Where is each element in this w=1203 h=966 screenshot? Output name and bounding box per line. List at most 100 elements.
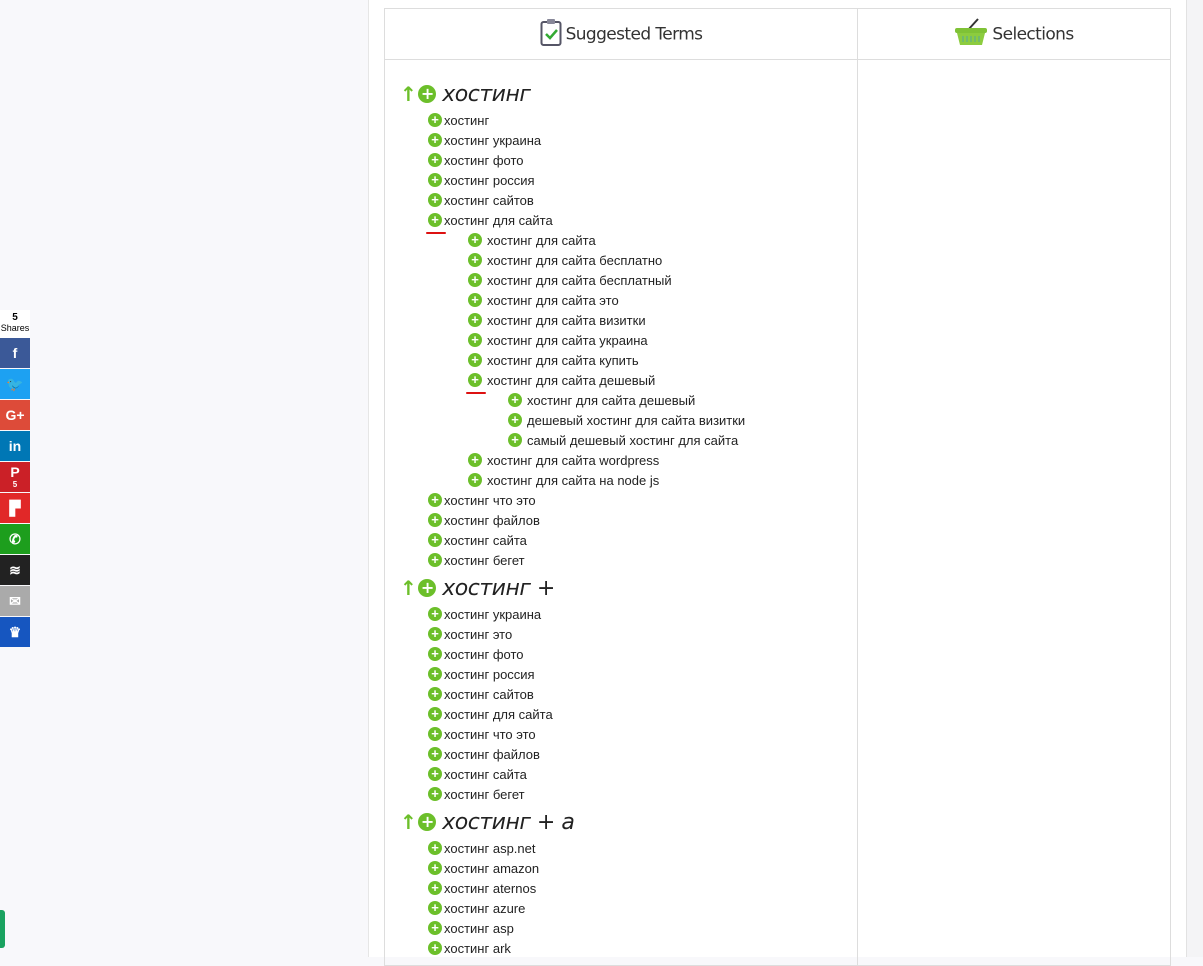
term-label[interactable]: хостинг для сайта xyxy=(444,706,553,722)
term-label[interactable]: хостинг файлов xyxy=(444,512,540,528)
add-icon[interactable]: + xyxy=(428,113,442,127)
group-title: хостинг + а xyxy=(442,809,575,835)
term-label[interactable]: хостинг бегет xyxy=(444,552,525,568)
term-label[interactable]: хостинг для сайта дешевый xyxy=(527,392,696,408)
share-sumo-button[interactable]: ♛ xyxy=(0,617,30,647)
term-label[interactable]: хостинг aternos xyxy=(444,880,537,896)
add-icon[interactable]: + xyxy=(468,453,482,467)
term-label[interactable]: хостинг украина xyxy=(444,606,542,622)
add-icon[interactable]: + xyxy=(428,213,442,227)
feedback-tab[interactable] xyxy=(0,910,5,948)
term-label[interactable]: дешевый хостинг для сайта визитки xyxy=(527,412,746,428)
term-label[interactable]: хостинг asp xyxy=(444,920,514,936)
term-label[interactable]: хостинг фото xyxy=(444,152,524,168)
term-label[interactable]: хостинг что это xyxy=(444,726,536,742)
add-icon[interactable]: + xyxy=(468,293,482,307)
add-icon[interactable]: + xyxy=(428,727,442,741)
share-google-plus-button[interactable]: G+ xyxy=(0,400,30,430)
add-icon[interactable]: + xyxy=(468,313,482,327)
share-twitter-button[interactable]: 🐦 xyxy=(0,369,30,399)
add-icon[interactable]: + xyxy=(428,627,442,641)
term-item: +хостинг сайта xyxy=(386,530,856,550)
add-icon[interactable]: + xyxy=(508,433,522,447)
term-label[interactable]: хостинг украина xyxy=(444,132,542,148)
add-icon[interactable]: + xyxy=(508,413,522,427)
add-icon[interactable]: + xyxy=(428,861,442,875)
add-icon[interactable]: + xyxy=(428,153,442,167)
add-icon[interactable]: + xyxy=(428,133,442,147)
term-label[interactable]: хостинг для сайта купить xyxy=(487,352,639,368)
arrow-up-icon[interactable]: ↑ xyxy=(400,810,417,834)
add-icon[interactable]: + xyxy=(468,373,482,387)
share-linkedin-button[interactable]: in xyxy=(0,431,30,461)
add-icon[interactable]: + xyxy=(428,193,442,207)
term-label[interactable]: хостинг россия xyxy=(444,172,535,188)
suggested-terms-header: Suggested Terms xyxy=(384,8,858,60)
add-icon[interactable]: + xyxy=(428,841,442,855)
term-label[interactable]: хостинг azure xyxy=(444,900,526,916)
add-icon[interactable]: + xyxy=(428,787,442,801)
add-icon[interactable]: + xyxy=(428,687,442,701)
add-icon[interactable]: + xyxy=(418,813,437,831)
term-label[interactable]: хостинг xyxy=(444,112,490,128)
add-icon[interactable]: + xyxy=(418,85,437,103)
add-icon[interactable]: + xyxy=(428,607,442,621)
add-icon[interactable]: + xyxy=(428,533,442,547)
scrollbar[interactable] xyxy=(1186,0,1203,957)
share-whatsapp-button[interactable]: ✆ xyxy=(0,524,30,554)
add-icon[interactable]: + xyxy=(428,747,442,761)
add-icon[interactable]: + xyxy=(418,579,437,597)
add-icon[interactable]: + xyxy=(428,767,442,781)
add-icon[interactable]: + xyxy=(508,393,522,407)
arrow-up-icon[interactable]: ↑ xyxy=(400,576,417,600)
add-icon[interactable]: + xyxy=(468,333,482,347)
share-buffer-button[interactable]: ≋ xyxy=(0,555,30,585)
add-icon[interactable]: + xyxy=(428,921,442,935)
term-label[interactable]: хостинг amazon xyxy=(444,860,540,876)
add-icon[interactable]: + xyxy=(468,353,482,367)
term-label[interactable]: хостинг фото xyxy=(444,646,524,662)
add-icon[interactable]: + xyxy=(428,553,442,567)
term-label[interactable]: хостинг для сайта бесплатно xyxy=(487,252,663,268)
arrow-up-icon[interactable]: ↑ xyxy=(400,82,417,106)
add-icon[interactable]: + xyxy=(428,513,442,527)
term-label[interactable]: хостинг для сайта wordpress xyxy=(487,452,660,468)
add-icon[interactable]: + xyxy=(468,273,482,287)
term-label[interactable]: хостинг для сайта дешевый xyxy=(487,372,656,388)
term-label[interactable]: хостинг это xyxy=(444,626,513,642)
term-label[interactable]: хостинг сайта xyxy=(444,532,527,548)
term-label[interactable]: хостинг сайтов xyxy=(444,686,534,702)
term-label[interactable]: хостинг для сайта xyxy=(487,232,596,248)
add-icon[interactable]: + xyxy=(428,707,442,721)
share-facebook-button[interactable]: f xyxy=(0,338,30,368)
add-icon[interactable]: + xyxy=(468,473,482,487)
term-label[interactable]: хостинг для сайта визитки xyxy=(487,312,646,328)
term-label[interactable]: хостинг ark xyxy=(444,940,511,956)
add-icon[interactable]: + xyxy=(428,901,442,915)
term-label[interactable]: хостинг для сайта украина xyxy=(487,332,648,348)
term-label[interactable]: хостинг для сайта xyxy=(444,212,553,228)
term-label[interactable]: хостинг файлов xyxy=(444,746,540,762)
term-label[interactable]: хостинг бегет xyxy=(444,786,525,802)
add-icon[interactable]: + xyxy=(428,667,442,681)
term-label[interactable]: хостинг для сайта бесплатный xyxy=(487,272,672,288)
add-icon[interactable]: + xyxy=(428,881,442,895)
add-icon[interactable]: + xyxy=(468,233,482,247)
add-icon[interactable]: + xyxy=(468,253,482,267)
term-label[interactable]: хостинг что это xyxy=(444,492,536,508)
add-icon[interactable]: + xyxy=(428,647,442,661)
add-icon[interactable]: + xyxy=(428,173,442,187)
share-flipboard-button[interactable]: ▛ xyxy=(0,493,30,523)
term-label[interactable]: хостинг россия xyxy=(444,666,535,682)
term-item: + хостинг для сайта бесплатно xyxy=(386,250,856,270)
term-label[interactable]: хостинг для сайта на node js xyxy=(487,472,660,488)
term-label[interactable]: хостинг для сайта это xyxy=(487,292,619,308)
add-icon[interactable]: + xyxy=(428,941,442,955)
term-label[interactable]: самый дешевый хостинг для сайта xyxy=(527,432,739,448)
share-email-button[interactable]: ✉ xyxy=(0,586,30,616)
add-icon[interactable]: + xyxy=(428,493,442,507)
term-label[interactable]: хостинг сайтов xyxy=(444,192,534,208)
term-label[interactable]: хостинг сайта xyxy=(444,766,527,782)
term-label[interactable]: хостинг asp.net xyxy=(444,840,536,856)
